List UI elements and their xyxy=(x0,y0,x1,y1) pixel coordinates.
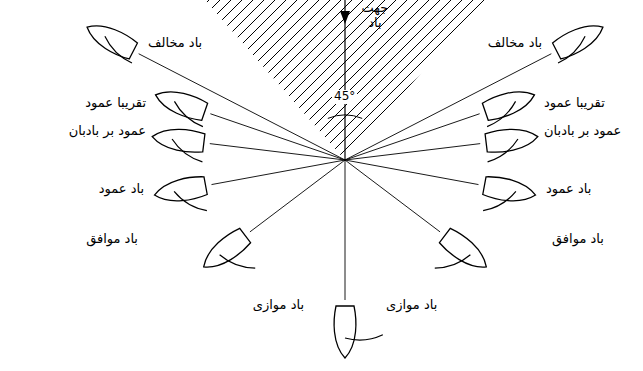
boat-hull xyxy=(152,175,207,206)
radial-line xyxy=(139,54,345,160)
boat-hull xyxy=(482,85,538,123)
sail-curve xyxy=(483,191,516,210)
boat-hull xyxy=(552,17,608,60)
sail-curve xyxy=(487,101,515,126)
point-of-sail-label: باد موازی xyxy=(251,298,306,313)
boat-hull xyxy=(152,85,208,123)
sail-curve xyxy=(220,255,256,268)
point-of-sail-label: باد مخالف xyxy=(146,36,204,51)
wind-arrowhead xyxy=(340,11,350,24)
point-of-sail-label: باد مخالف xyxy=(486,36,544,51)
point-of-sail-label: عمود بر بادبان xyxy=(542,124,623,139)
angle-label: 45° xyxy=(332,90,357,104)
boat-hull xyxy=(485,126,539,154)
point-of-sail-label: عمود بر بادبان xyxy=(67,124,148,139)
point-of-sail-label: باد موافق xyxy=(550,232,606,247)
radial-line xyxy=(212,160,345,185)
sail-curve xyxy=(435,255,471,268)
sail-curve xyxy=(105,36,132,63)
sail-curve xyxy=(488,139,518,162)
radial-line xyxy=(345,54,551,160)
sail-curve xyxy=(174,191,207,210)
point-of-sail-label: تقریبا عمود xyxy=(83,96,148,111)
radial-line xyxy=(210,114,345,160)
boats-group xyxy=(82,17,608,358)
radial-line xyxy=(345,160,478,185)
sail-curve xyxy=(172,139,202,162)
angle-arc xyxy=(328,115,362,118)
point-of-sail-label: باد موازی xyxy=(384,298,439,313)
no-go-zone-hatching xyxy=(205,0,485,160)
radial-line xyxy=(345,160,440,232)
boat-hull xyxy=(438,227,493,276)
point-of-sail-label: باد عمود xyxy=(97,182,146,197)
radial-line xyxy=(210,144,345,160)
radial-line xyxy=(345,160,346,300)
wind-direction-label: جهت باد xyxy=(356,1,394,31)
boat-hull xyxy=(82,17,138,60)
boat-hull xyxy=(482,175,537,206)
point-of-sail-label: تقریبا عمود xyxy=(542,96,607,111)
radial-line xyxy=(250,160,345,232)
sail-curve xyxy=(345,335,383,340)
point-of-sail-label: باد عمود xyxy=(544,182,593,197)
sail-curve xyxy=(174,101,202,126)
boat-hull xyxy=(197,227,252,276)
boat-hull xyxy=(334,306,356,358)
radial-line xyxy=(345,114,480,160)
radial-line xyxy=(345,144,480,160)
sail-curve xyxy=(558,36,585,63)
point-of-sail-label: باد موافق xyxy=(84,232,140,247)
boat-hull xyxy=(151,126,205,154)
